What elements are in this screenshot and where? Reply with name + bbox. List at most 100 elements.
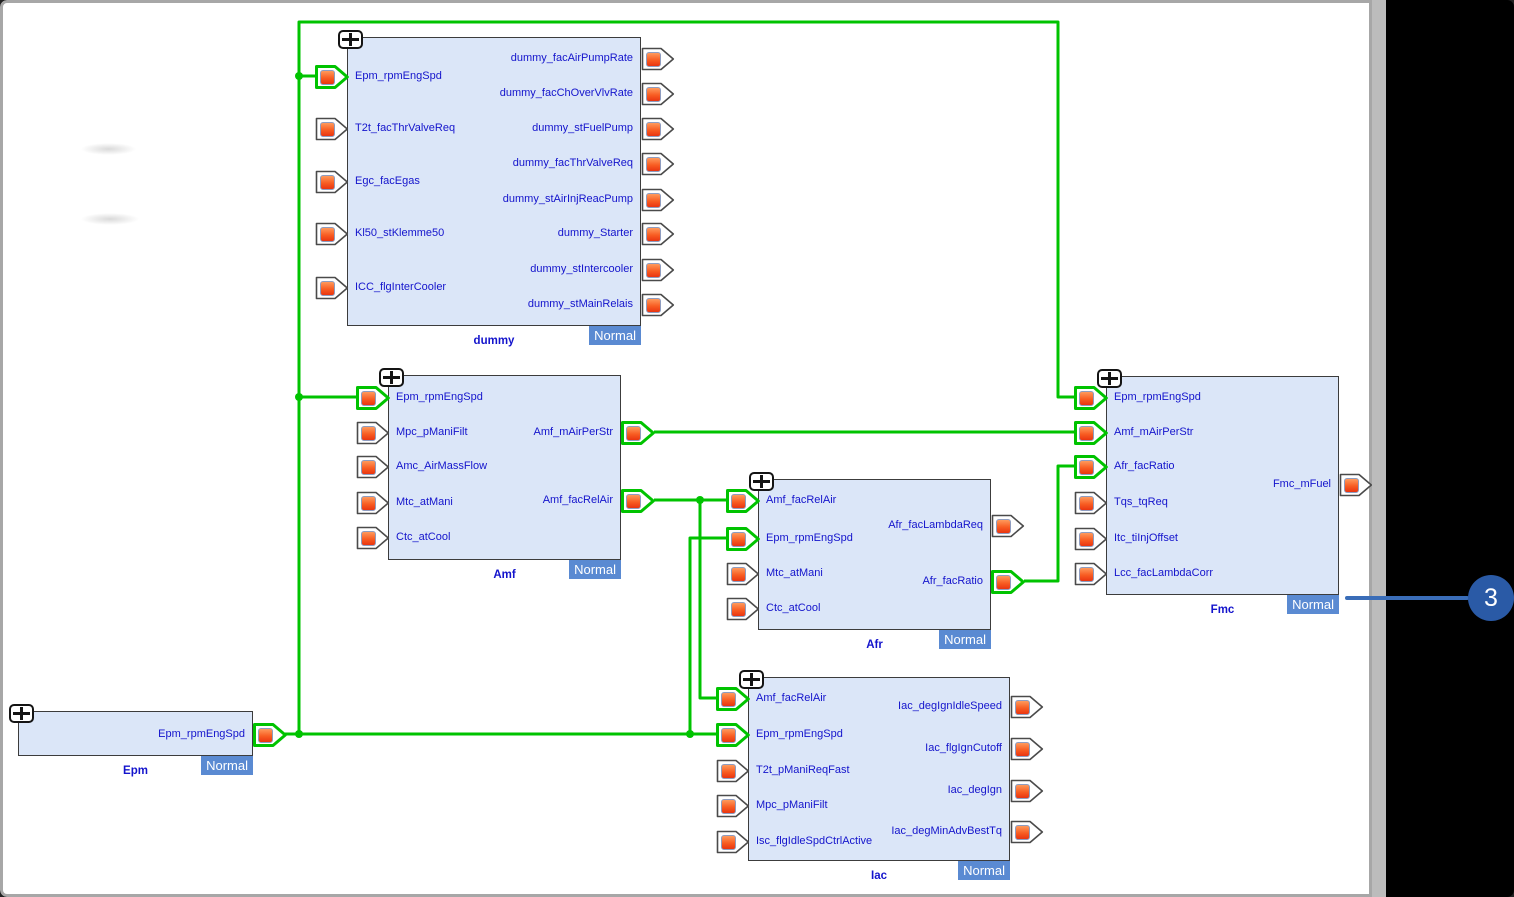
input-port-Mpc_pManiFilt[interactable] [716,794,750,818]
output-port-Afr_facRatio[interactable] [991,570,1025,594]
output-port-Fmc_mFuel[interactable] [1339,473,1373,497]
output-label: Iac_flgIgnCutoff [925,742,1002,754]
output-port-Iac_degIgnIdleSpeed[interactable] [1010,695,1044,719]
block-dummy[interactable]: Epm_rpmEngSpd T2t_facThrValveReq Egc_fac… [315,30,675,347]
port-square-icon [1079,495,1094,511]
input-label: Kl50_stKlemme50 [355,227,445,239]
canvas-edge-strip [1372,0,1386,897]
input-port-Amf_mAirPerStr[interactable] [1074,421,1108,445]
output-label: Amf_mAirPerStr [533,426,613,438]
block-Amf[interactable]: Epm_rpmEngSpd Mpc_pManiFilt Amc_AirMassF… [356,368,655,581]
input-port-T2t_pManiReqFast[interactable] [716,759,750,783]
port-square-icon [646,226,661,242]
port-square-icon [320,121,335,137]
input-port-Tqs_tqReq[interactable] [1074,491,1108,515]
expand-plus-icon[interactable] [739,670,764,689]
output-label: dummy_stIntercooler [530,263,633,275]
output-label: Fmc_mFuel [1272,478,1331,490]
output-port-dummy_stIntercooler[interactable] [641,258,675,282]
block-Iac[interactable]: Amf_facRelAir Epm_rpmEngSpd T2t_pManiReq… [716,670,1044,882]
input-label: Mtc_atMani [396,496,453,508]
output-port-dummy_facThrValveReq[interactable] [641,152,675,176]
output-port-dummy_Starter[interactable] [641,222,675,246]
input-port-Egc_facEgas[interactable] [315,170,349,194]
input-port-Epm_rpmEngSpd[interactable] [356,386,390,410]
port-square-icon [320,226,335,242]
port-square-icon [646,262,661,278]
output-port-dummy_stAirInjReacPump[interactable] [641,188,675,212]
input-label: Epm_rpmEngSpd [766,532,853,544]
output-port-dummy_facAirPumpRate[interactable] [641,47,675,71]
output-port-dummy_stMainRelais[interactable] [641,293,675,317]
expand-plus-icon[interactable] [379,368,404,387]
output-port-Epm_rpmEngSpd[interactable] [253,723,287,747]
block-Afr[interactable]: Amf_facRelAir Epm_rpmEngSpd Mtc_atMani C… [726,472,1025,651]
input-port-Mtc_atMani[interactable] [356,491,390,515]
input-port-Kl50_stKlemme50[interactable] [315,222,349,246]
wire-junction-dot [295,730,303,738]
input-port-Ctc_atCool[interactable] [726,597,760,621]
port-square-icon [731,493,746,509]
port-square-icon [361,495,376,511]
expand-plus-icon[interactable] [338,30,363,49]
output-port-dummy_stFuelPump[interactable] [641,117,675,141]
block-Fmc[interactable]: Epm_rpmEngSpd Amf_mAirPerStr Afr_facRati… [1074,369,1373,616]
callout-connector-line [1345,596,1469,600]
input-port-Mtc_atMani[interactable] [726,562,760,586]
output-label: Afr_facLambdaReq [888,519,983,531]
port-square-icon [1079,459,1094,475]
erased-smudge-bottom [81,213,139,225]
expand-plus-icon[interactable] [1097,369,1122,388]
input-port-Epm_rpmEngSpd[interactable] [716,723,750,747]
input-port-Amc_AirMassFlow[interactable] [356,455,390,479]
input-port-ICC_flgInterCooler[interactable] [315,276,349,300]
port-square-icon [361,425,376,441]
input-label: Amf_mAirPerStr [1114,426,1194,438]
output-port-Iac_degIgn[interactable] [1010,779,1044,803]
input-label: Ctc_atCool [396,531,451,543]
input-label: Lcc_facLambdaCorr [1114,567,1214,579]
input-port-Lcc_facLambdaCorr[interactable] [1074,562,1108,586]
output-port-Iac_degMinAdvBestTq[interactable] [1010,820,1044,844]
output-port-Iac_flgIgnCutoff[interactable] [1010,737,1044,761]
input-port-Isc_flgIdleSpdCtrlActive[interactable] [716,830,750,854]
port-square-icon [646,156,661,172]
input-label: Egc_facEgas [355,175,420,187]
expand-plus-icon[interactable] [9,704,34,723]
diagram-canvas[interactable]: Epm_rpmEngSpd T2t_facThrValveReq Egc_fac… [0,0,1373,897]
input-label: Epm_rpmEngSpd [355,70,442,82]
output-port-Afr_facLambdaReq[interactable] [991,514,1025,538]
input-port-Mpc_pManiFilt[interactable] [356,421,390,445]
port-square-icon [731,566,746,582]
port-square-icon [626,425,641,441]
input-label: Amc_AirMassFlow [396,460,488,472]
expand-plus-icon[interactable] [749,472,774,491]
port-square-icon [721,727,736,743]
input-port-Amf_facRelAir[interactable] [726,489,760,513]
input-port-Amf_facRelAir[interactable] [716,687,750,711]
input-port-T2t_facThrValveReq[interactable] [315,117,349,141]
wire-junction-dot [295,393,303,401]
output-label: Epm_rpmEngSpd [158,728,245,740]
callout-marker-3: 3 [1468,575,1514,621]
input-label: Epm_rpmEngSpd [756,728,843,740]
output-port-dummy_facChOverVlvRate[interactable] [641,82,675,106]
port-square-icon [361,459,376,475]
state-badge: Normal [958,861,1010,880]
input-port-Afr_facRatio[interactable] [1074,455,1108,479]
output-port-Amf_mAirPerStr[interactable] [621,421,655,445]
port-square-icon [258,727,273,743]
callout-number: 3 [1484,583,1498,612]
port-square-icon [626,493,641,509]
output-label: Amf_facRelAir [542,494,613,506]
input-port-Epm_rpmEngSpd[interactable] [1074,386,1108,410]
output-port-Amf_facRelAir[interactable] [621,489,655,513]
input-port-Epm_rpmEngSpd[interactable] [726,527,760,551]
input-port-Itc_tiInjOffset[interactable] [1074,527,1108,551]
input-port-Epm_rpmEngSpd[interactable] [315,65,349,89]
wire-Afr_facRatio [1024,464,1074,583]
port-square-icon [320,174,335,190]
block-name: Epm [123,765,148,777]
input-port-Ctc_atCool[interactable] [356,526,390,550]
